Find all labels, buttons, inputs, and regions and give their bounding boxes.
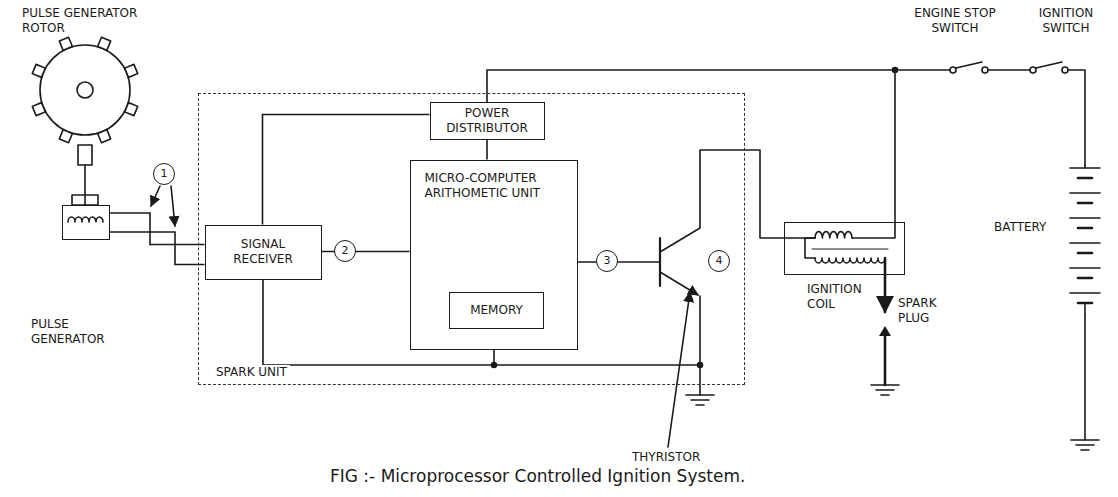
part-label: THYRISTOR: [632, 450, 732, 465]
part-label: IGNITION SWITCH: [1022, 6, 1110, 36]
wire-connector: [486, 140, 488, 160]
coil-common-wire: [805, 238, 815, 258]
part-label: PULSE GENERATOR ROTOR: [22, 6, 172, 36]
thyristor-symbol: [660, 150, 815, 395]
supply-wire: [988, 69, 1030, 71]
node-text: SPARK UNIT: [213, 365, 290, 380]
pulse-generator-coil: PULSE GENERATOR: [62, 205, 110, 240]
node-text: PULSE GENERATOR: [31, 317, 131, 347]
callout-number: 1: [153, 163, 175, 185]
node-text: MICRO-COMPUTER ARITHOMETIC UNIT: [411, 161, 557, 201]
process-box: POWER DISTRIBUTOR: [430, 102, 545, 140]
callout-number: 3: [596, 250, 618, 272]
spark-plug-electrode: [884, 258, 887, 312]
node-text: MEMORY: [470, 303, 523, 318]
engine-stop-switch: [950, 62, 988, 73]
wire-connector: [110, 232, 205, 265]
coil-windings: [812, 232, 888, 263]
memory-box: MEMORY: [449, 292, 544, 329]
node-text: POWER DISTRIBUTOR: [436, 106, 539, 136]
node-text: SIGNAL RECEIVER: [211, 237, 316, 267]
coil-supply-wire: [852, 70, 895, 238]
leader-line: [151, 186, 160, 206]
leader-line: [171, 186, 175, 226]
pulse-generator-rotor: [32, 37, 137, 142]
callout-number: 2: [334, 240, 356, 262]
pickup-coil-winding: [68, 217, 103, 222]
part-label: SPARK PLUG: [898, 296, 958, 326]
wire-connector: [110, 213, 205, 245]
figure-caption: FIG :- Microprocessor Controlled Ignitio…: [330, 466, 745, 486]
ground-symbol: [686, 395, 714, 405]
ignition-switch: [1030, 62, 1068, 73]
gate-wire: [578, 261, 660, 263]
part-label: ENGINE STOP SWITCH: [905, 6, 1005, 36]
leader-line: [668, 292, 690, 447]
process-box: MICRO-COMPUTER ARITHOMETIC UNIT MEMORY: [410, 160, 578, 350]
spark-plug-electrode: [884, 332, 887, 385]
ground-wire: [1084, 315, 1086, 440]
pickup-stem: [72, 145, 98, 205]
supply-wire: [1068, 70, 1085, 165]
callout-number: 4: [708, 250, 730, 272]
wire-connector: [263, 115, 430, 225]
spark-unit-box: SPARK UNIT POWER DISTRIBUTOR SIGNAL RECEIV…: [198, 93, 745, 385]
process-box: SIGNAL RECEIVER: [205, 225, 322, 280]
supply-wire: [487, 70, 950, 102]
battery-symbol: [1070, 165, 1100, 315]
ignition-coil-box: IGNITION COIL: [784, 222, 905, 275]
part-label: BATTERY: [994, 220, 1066, 235]
ground-symbol: [871, 385, 899, 395]
node-text: IGNITION COIL: [807, 282, 887, 312]
ground-symbol: [1071, 440, 1099, 450]
ground-rail: [263, 280, 700, 365]
